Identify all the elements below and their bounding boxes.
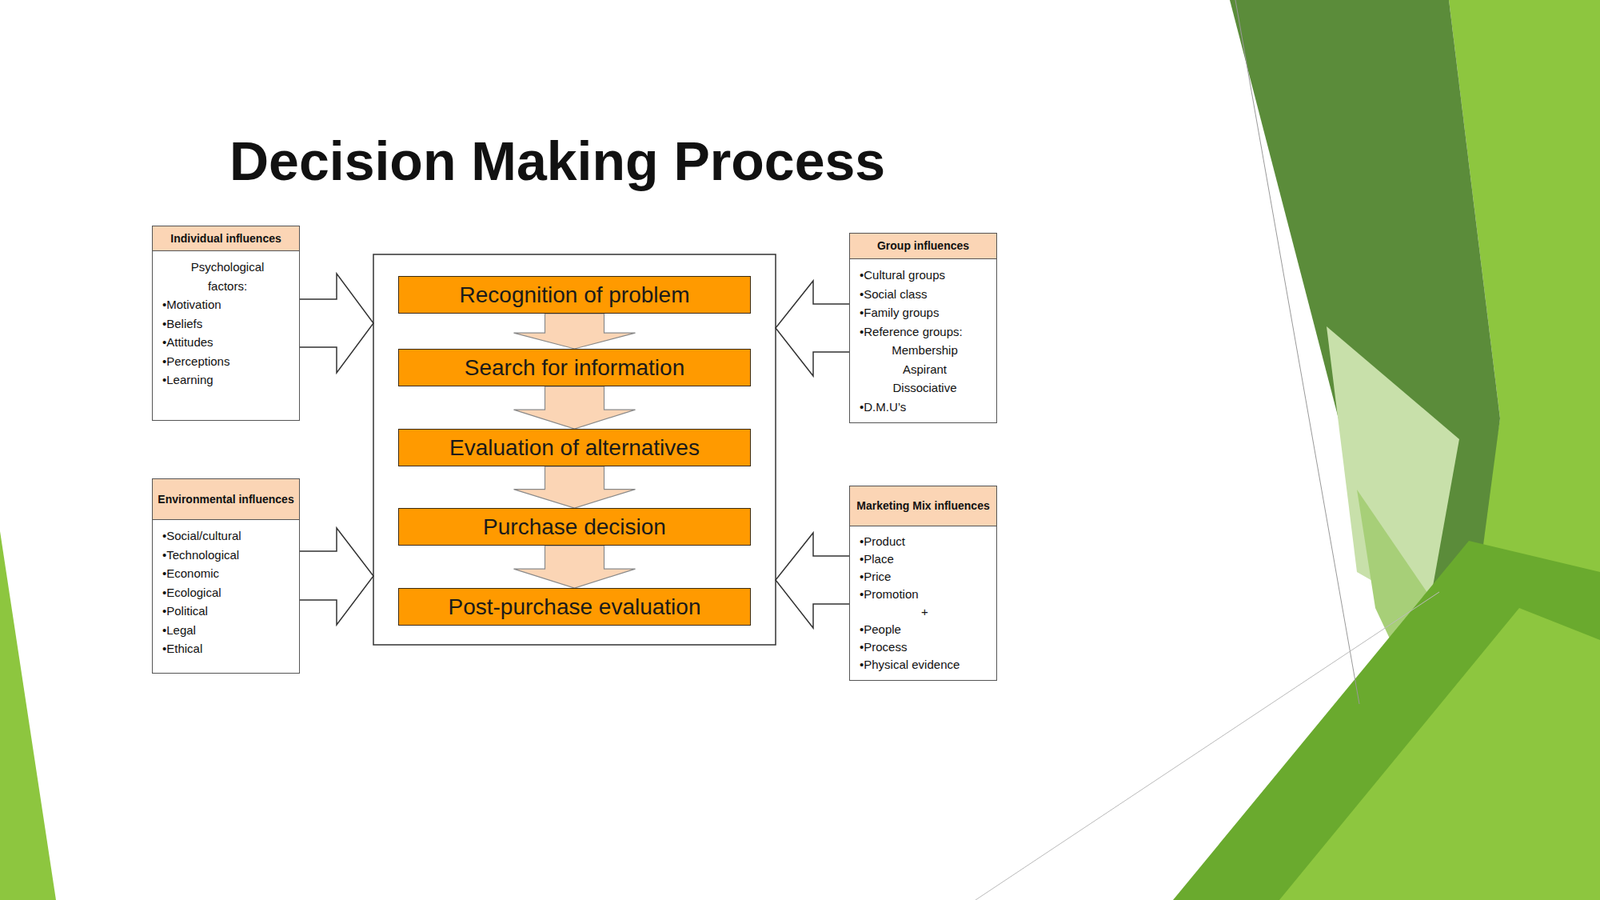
list-item: •Family groups — [859, 303, 990, 323]
list-item: •Attitudes — [162, 332, 293, 352]
thin-line — [975, 591, 1440, 900]
influence-box: Environmental influences•Social/cultural… — [151, 478, 300, 674]
list-item: •D.M.U’s — [859, 397, 990, 417]
list-item: •Place — [859, 550, 990, 568]
step-label: Post-purchase evaluation — [448, 594, 702, 620]
list-item: •Cultural groups — [859, 265, 990, 285]
box-body: •Product•Place•Price•Promotion+•People•P… — [849, 526, 997, 680]
list-item: •Promotion — [859, 585, 990, 603]
flow-arrow — [514, 466, 636, 508]
process-step: Purchase decision — [398, 507, 751, 546]
list-item: •Learning — [162, 370, 293, 390]
process-step: Evaluation of alternatives — [398, 428, 751, 467]
influence-box: Group influences•Cultural groups•Social … — [849, 232, 998, 423]
block-arrow — [775, 280, 850, 376]
list-item: Aspirant — [859, 359, 990, 380]
flow-arrow — [514, 545, 636, 588]
block-arrow — [299, 273, 374, 373]
block-arrow — [775, 532, 850, 628]
box-heading: Marketing Mix influences — [849, 486, 997, 527]
list-item: Membership — [859, 340, 990, 360]
step-label: Search for information — [464, 355, 685, 381]
green-shape — [1173, 540, 1600, 900]
list-item: Dissociative — [859, 378, 990, 398]
process-step: Post-purchase evaluation — [398, 587, 751, 626]
step-label: Evaluation of alternatives — [449, 434, 700, 461]
box-body: Psychological factors:•Motivation•Belief… — [152, 251, 300, 396]
list-item: •Motivation — [162, 295, 293, 315]
influence-box: Marketing Mix influences•Product•Place•P… — [849, 485, 998, 681]
influence-box: Individual influencesPsychological facto… — [151, 225, 300, 421]
thin-line — [1235, 0, 1360, 704]
list-item: •Beliefs — [162, 314, 293, 334]
list-item: •Price — [859, 567, 990, 586]
list-item: Psychological factors: — [179, 257, 276, 296]
list-item: •Physical evidence — [859, 655, 990, 674]
list-item: •People — [859, 620, 990, 639]
list-item: + — [859, 602, 990, 621]
box-body: •Social/cultural•Technological•Economic•… — [152, 519, 300, 665]
list-item: •Legal — [162, 620, 293, 640]
green-shape — [1279, 607, 1600, 900]
box-heading: Individual influences — [152, 226, 300, 252]
block-arrow — [299, 527, 374, 625]
list-item: •Economic — [162, 563, 293, 583]
list-item: •Product — [859, 532, 990, 551]
list-item: •Technological — [162, 545, 293, 565]
process-step: Search for information — [398, 348, 751, 387]
diagram-title: Decision Making Process — [229, 129, 886, 192]
process-step: Recognition of problem — [398, 275, 751, 314]
list-item: •Social class — [859, 284, 990, 304]
step-label: Purchase decision — [482, 514, 667, 540]
list-item: •Social/cultural — [162, 526, 293, 546]
list-item: •Perceptions — [162, 351, 293, 372]
box-heading: Environmental influences — [152, 478, 300, 520]
list-item: •Reference groups: — [859, 322, 990, 342]
flow-arrow — [514, 386, 636, 429]
flow-arrow — [514, 313, 636, 349]
list-item: •Political — [162, 601, 293, 621]
list-item: •Ethical — [162, 638, 293, 659]
box-body: •Cultural groups•Social class•Family gro… — [849, 259, 997, 423]
list-item: •Ecological — [162, 582, 293, 603]
step-label: Recognition of problem — [459, 282, 691, 308]
process-frame — [373, 254, 776, 645]
box-heading: Group influences — [849, 233, 997, 260]
green-shape — [0, 530, 56, 900]
list-item: •Process — [859, 638, 990, 656]
